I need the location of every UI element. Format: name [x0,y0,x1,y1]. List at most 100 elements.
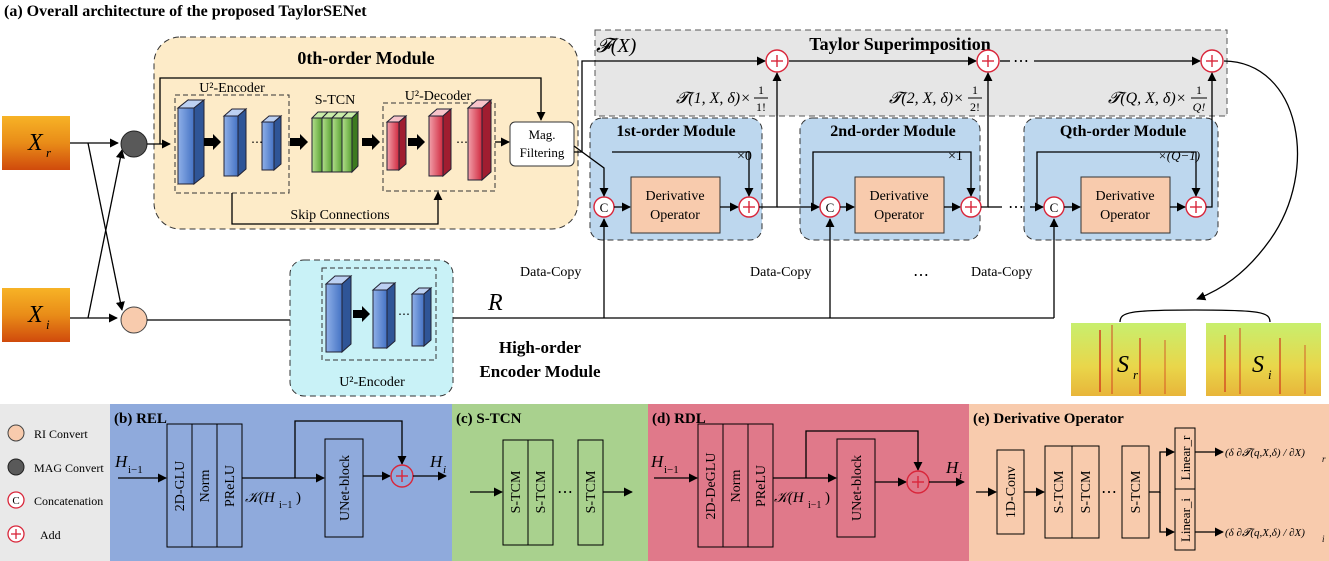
output-brace [1119,309,1271,323]
fx-label: 𝓕(X) [596,35,637,57]
derivative-operator-q-line2: Operator [1100,208,1150,223]
taylor-dots: ⋯ [1013,53,1029,70]
skip-connections-label: Skip Connections [290,208,389,223]
derivative-operator-2-line2: Operator [874,208,924,223]
high-order-encoder-blocks: ⋯ [324,274,433,354]
derivative-operator-q-line1: Derivative [1095,189,1154,204]
output-spectrogram-imag: S i [1206,323,1321,396]
mag-filtering-box [509,121,575,167]
term2-den: 2! [970,100,980,114]
taylor-superimposition-box [594,29,1228,117]
data-copy-1: Data-Copy [520,265,581,280]
high-order-encoder-inner-box [321,267,437,361]
svg-text:r: r [1133,367,1139,382]
svg-text:C: C [600,200,609,215]
decoder-blocks: ⋯ [385,98,493,182]
output-spectrogram-real: S r [1071,323,1186,396]
zeroth-order-module [153,36,579,230]
rdl-output: H [945,458,960,477]
rel-input: H [114,452,129,471]
taylor-add-q [1200,49,1224,73]
input-crossing-lines [70,138,125,323]
deriv-block-stcm-3-label: S-TCM [1129,470,1144,513]
module-add-2 [960,196,982,218]
rdl-block-prelu [747,423,774,548]
high-order-encoder-inner-label: U²-Encoder [339,375,405,390]
legend-add-label: Add [40,528,61,542]
rdl-block-norm-label: Norm [729,470,744,503]
rel-k-close: ) [296,490,301,506]
deriv-output-top-sub: r [1322,454,1326,464]
rdl-unet-label: UNet-block [850,455,865,521]
stcn-blocks [310,110,360,174]
stcn-title: (c) S-TCN [456,411,522,427]
module-add-1 [738,196,760,218]
svg-text:C: C [826,200,835,215]
data-copy-2: Data-Copy [750,265,811,280]
input-spectrogram-imag: X i [2,288,70,342]
deriv-linear-i: Linear_i [1178,498,1193,542]
svg-text:C: C [1050,200,1059,215]
rel-k-label: 𝒦(H [245,490,276,506]
figure-title: (a) Overall architecture of the proposed… [4,3,367,20]
derivative-operator-1-line2: Operator [650,208,700,223]
stcn-label: S-TCN [315,93,355,108]
legend-concat-label: Concatenation [34,494,103,508]
svg-text:X: X [27,302,44,328]
derivative-operator-1 [630,176,721,234]
rel-block-norm-label: Norm [198,470,213,503]
stcn-block-2 [527,439,554,546]
svg-text:⋯: ⋯ [456,135,468,149]
deriv-block-stcm-1-label: S-TCM [1052,470,1067,513]
deriv-block-stcm-2 [1071,445,1100,539]
svg-text:S: S [1252,352,1264,378]
module-wiring [147,60,1299,321]
deriv-block-stcm-2-label: S-TCM [1079,470,1094,513]
data-copy-dots: ⋯ [913,267,929,284]
data-copy-q: Data-Copy [971,265,1032,280]
module-dots: ⋯ [1008,199,1024,216]
svg-text:S: S [1117,352,1129,378]
rel-block-glu-label: 2D-GLU [173,461,188,512]
termq-label: 𝓣(Q, X, δ)× [1108,90,1186,107]
rdl-input-sub: i−1 [664,464,679,476]
legend-ri-label: RI Convert [34,427,88,441]
svg-text:C: C [12,495,19,507]
u2-decoder-box [382,102,496,192]
term2-num: 1 [972,83,978,97]
svg-text:⋯: ⋯ [251,135,263,149]
stcn-block-2-label: S-TCM [534,470,549,513]
taylor-add-2 [976,49,1000,73]
svg-text:r: r [46,145,52,160]
r-label: R [487,290,503,316]
svg-text:i: i [1268,367,1272,382]
qth-order-title: Qth-order Module [1060,123,1186,140]
rel-block-prelu-label: PReLU [223,465,238,507]
second-order-title: 2nd-order Module [830,123,955,140]
termq-num: 1 [1196,83,1202,97]
concat-circle-q: C [1043,196,1065,218]
concat-circle-2: C [819,196,841,218]
legend-concat-icon: C [7,491,25,509]
term1-num: 1 [758,83,764,97]
rdl-k-close: ) [825,490,830,506]
mag-convert-circle [120,130,148,158]
rdl-input: H [650,452,665,471]
rdl-k-sub: i−1 [808,500,821,511]
deriv-dots: ⋯ [1101,484,1117,501]
deriv-output-bot-sub: i [1322,534,1325,544]
deriv-block-conv-label: 1D-Conv [1004,466,1019,518]
rdl-block-prelu-label: PReLU [754,465,769,507]
legend-add-icon [7,525,25,543]
stcn-block-1-label: S-TCM [509,470,524,513]
rdl-unet-block [836,438,876,538]
derivative-operator-1-line1: Derivative [645,189,704,204]
rdl-title: (d) RDL [652,411,706,427]
rel-input-sub: i−1 [128,464,143,476]
first-order-mult: ×0 [737,149,752,164]
derivative-operator-2 [854,176,945,234]
derivative-operator-2-line1: Derivative [869,189,928,204]
deriv-linear-r: Linear_r [1178,435,1193,480]
